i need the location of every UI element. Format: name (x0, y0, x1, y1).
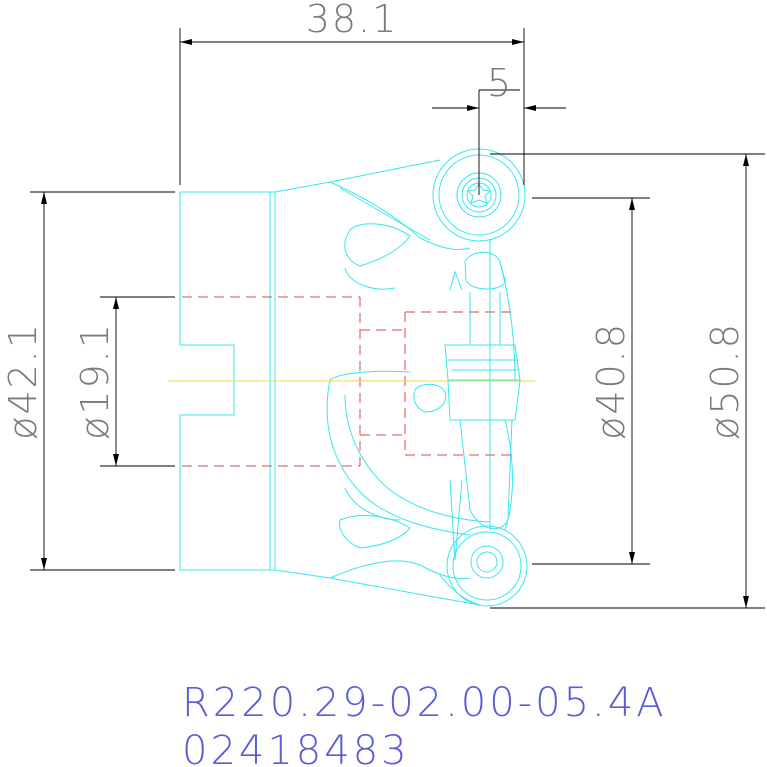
cutter-body (179, 148, 528, 607)
dim-left-outer-label: ø42.1 (1, 322, 45, 440)
dim-right-inner-label: ø40.8 (589, 322, 633, 440)
dim-left-inner-label: ø19.1 (73, 322, 117, 440)
dimension-lines (30, 28, 765, 609)
dim-offset-label: 5 (487, 61, 513, 105)
dim-length-label: 38.1 (306, 0, 399, 41)
part-number: 02418483 (182, 728, 410, 767)
part-code: R220.29-02.00-05.4A (182, 680, 667, 726)
dim-right-outer-label: ø50.8 (703, 322, 747, 440)
